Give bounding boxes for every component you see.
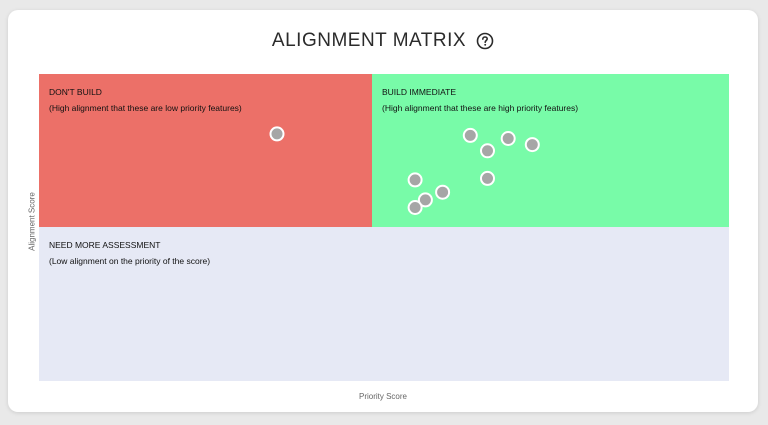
quadrant-dont-build-title: DON'T BUILD	[49, 87, 102, 97]
scatter-point-3[interactable]	[480, 143, 495, 159]
scatter-point-8[interactable]	[435, 184, 451, 200]
matrix-plot: DON'T BUILD (High alignment that these a…	[39, 74, 729, 381]
scatter-point-10[interactable]	[407, 200, 423, 215]
question-circle-icon[interactable]	[476, 32, 494, 50]
scatter-point-2[interactable]	[462, 127, 478, 143]
quadrant-build-immediate-title: BUILD IMMEDIATE	[382, 87, 456, 97]
quadrant-dont-build: DON'T BUILD (High alignment that these a…	[39, 74, 372, 227]
scatter-point-6[interactable]	[407, 172, 423, 188]
scatter-point-1[interactable]	[269, 126, 285, 142]
scatter-point-5[interactable]	[524, 137, 540, 153]
title-row: ALIGNMENT MATRIX	[8, 30, 758, 52]
scatter-point-7[interactable]	[480, 170, 495, 186]
scatter-points	[269, 126, 540, 215]
quadrant-dont-build-description: (High alignment that these are low prior…	[49, 103, 242, 113]
y-axis-label: Alignment Score	[27, 192, 37, 251]
scatter-point-4[interactable]	[500, 131, 516, 146]
chart-title: ALIGNMENT MATRIX	[271, 30, 467, 51]
scatter-point-9[interactable]	[417, 192, 433, 208]
quadrant-build-immediate-description: (High alignment that these are high prio…	[382, 103, 579, 113]
alignment-matrix-card: ALIGNMENT MATRIX DON'T BUILD (High align…	[8, 10, 758, 412]
quadrant-need-more-assessment-title: NEED MORE ASSESSMENT	[49, 240, 161, 250]
quadrant-need-more-assessment: NEED MORE ASSESSMENT (Low alignment on t…	[39, 227, 729, 381]
quadrant-need-more-assessment-description: (Low alignment on the priority of the sc…	[49, 256, 211, 266]
x-axis-label: Priority Score	[358, 392, 407, 401]
